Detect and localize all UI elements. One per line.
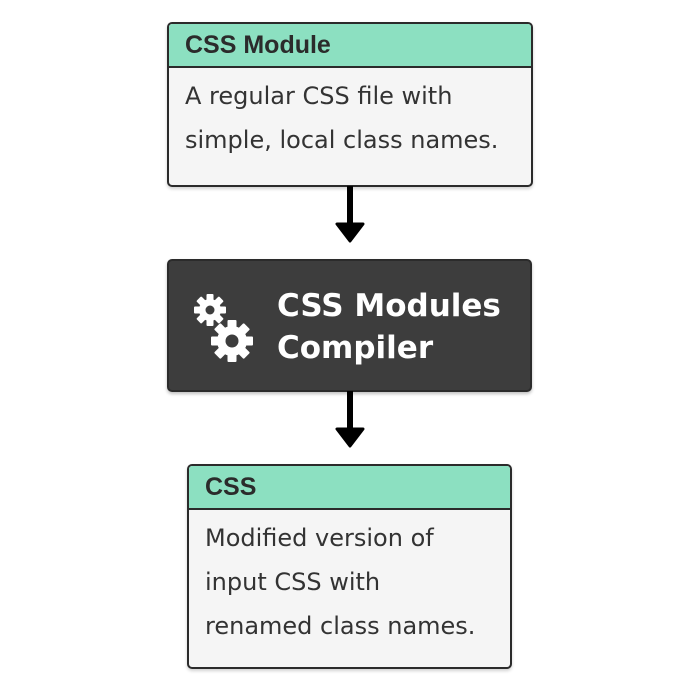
gears-icon	[194, 294, 253, 362]
css-output-title: CSS	[189, 466, 510, 510]
arrow-down-icon	[335, 391, 365, 448]
compiler-box: CSS Modules Compiler	[167, 259, 532, 392]
css-module-card: CSS Module A regular CSS file with simpl…	[167, 22, 533, 187]
css-module-description: A regular CSS file with simple, local cl…	[169, 68, 531, 162]
compiler-title: CSS Modules Compiler	[277, 285, 527, 369]
css-output-card: CSS Modified version of input CSS with r…	[187, 464, 512, 669]
description-line: input CSS with	[205, 568, 381, 596]
css-output-description: Modified version of input CSS with renam…	[189, 510, 510, 648]
description-line: A regular CSS file with	[185, 82, 453, 110]
description-line: Modified version of	[205, 524, 434, 552]
arrow-down-icon	[335, 186, 365, 243]
compiler-title-line: CSS Modules	[277, 288, 501, 324]
description-line: simple, local class names.	[185, 126, 499, 154]
compiler-title-line: Compiler	[277, 330, 434, 366]
description-line: renamed class names.	[205, 612, 476, 640]
css-module-title: CSS Module	[169, 24, 531, 68]
